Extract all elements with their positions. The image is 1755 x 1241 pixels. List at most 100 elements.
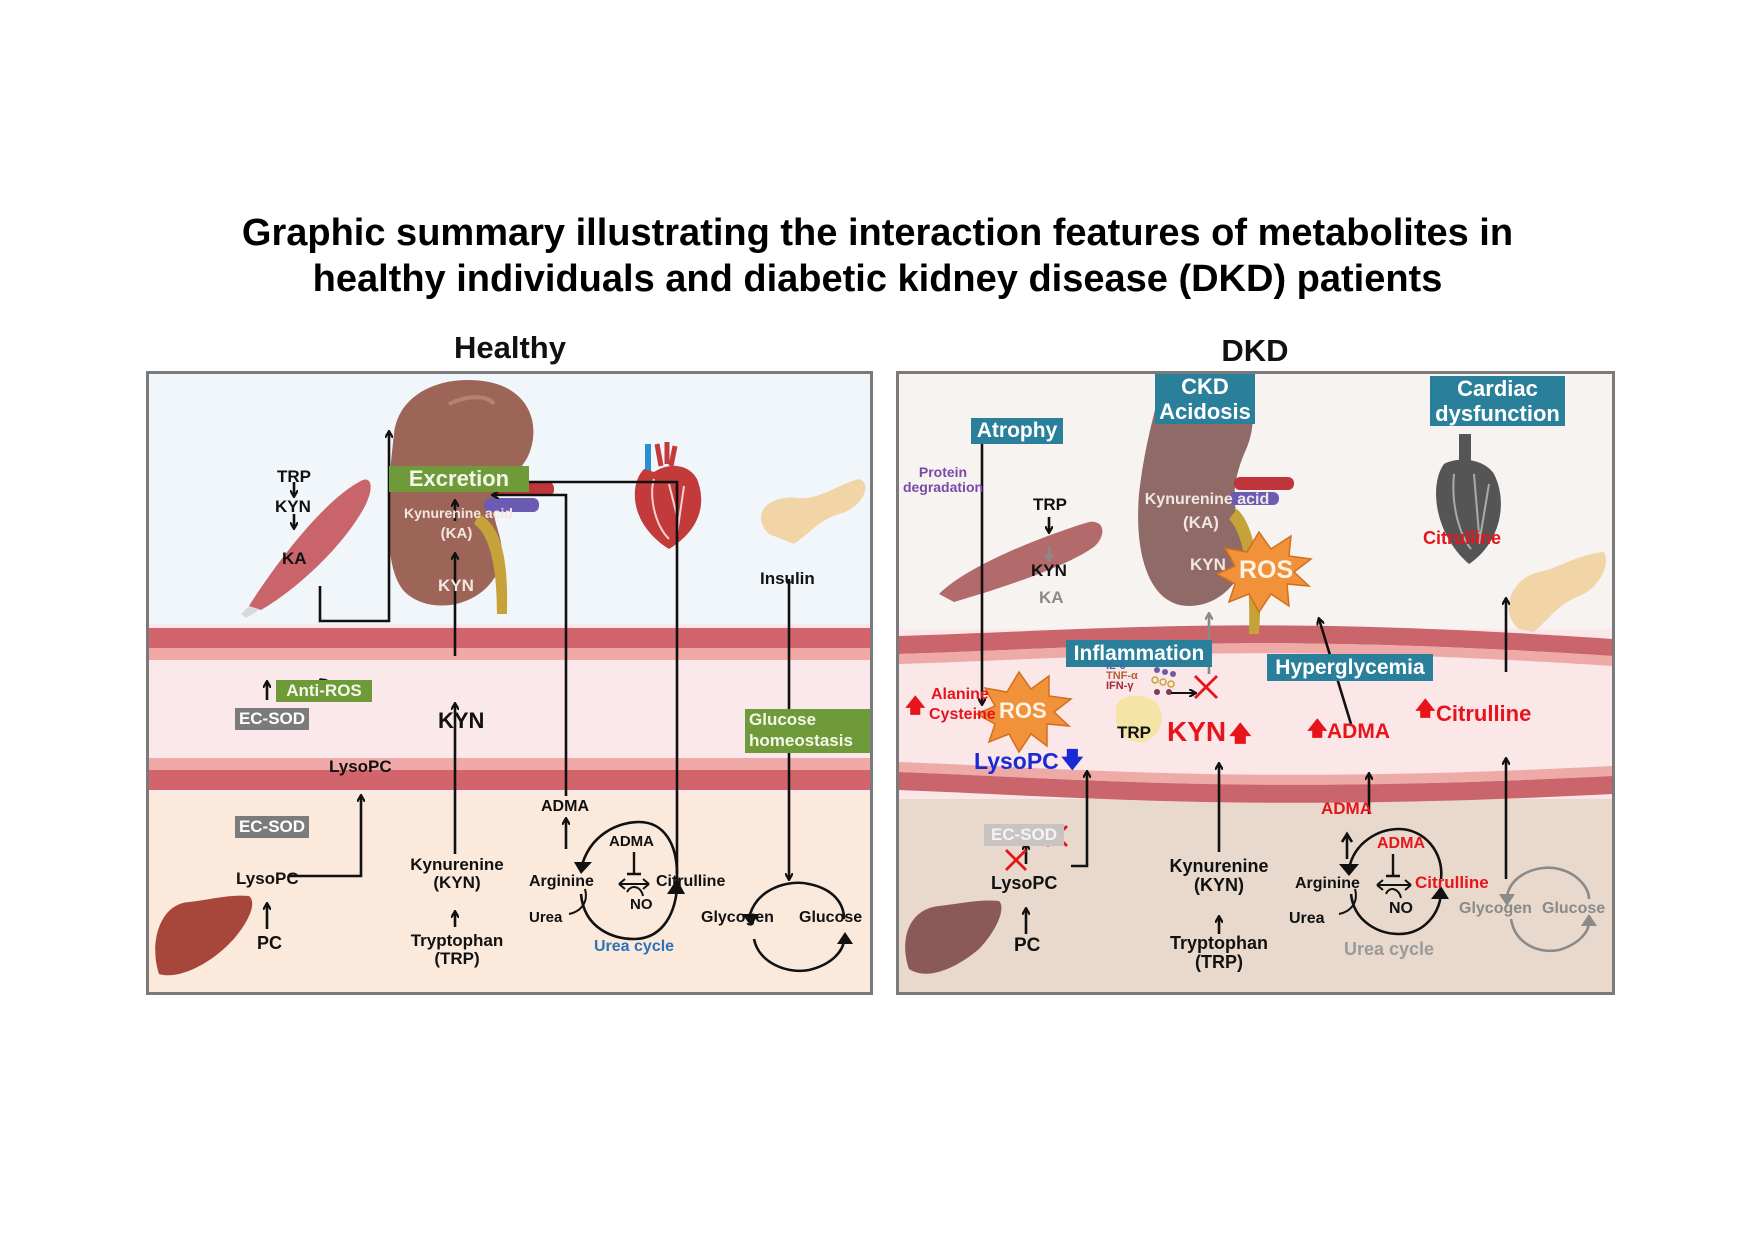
kyn-increase-arrow-icon: 🡅 xyxy=(1229,721,1252,746)
vessel-wall-lower xyxy=(899,772,1612,803)
glucose-label: Glucose xyxy=(1542,900,1606,917)
vessel-intima-lower xyxy=(899,762,1612,785)
tryptophan-line-1: Tryptophan xyxy=(410,931,504,950)
liver-tryptophan-label: Tryptophan (TRP) xyxy=(407,932,507,968)
tendon-icon xyxy=(241,606,259,618)
cardiac-label-line-2: dysfunction xyxy=(1435,401,1560,426)
kynurenine-line-2: (KYN) xyxy=(1194,874,1244,895)
protein-line-2: degradation xyxy=(902,478,984,495)
adma-output-label: ADMA xyxy=(541,798,589,815)
glycogen-label: Glycogen xyxy=(701,909,774,926)
figure-title-line-2: healthy individuals and diabetic kidney … xyxy=(312,258,1443,300)
vessel-wall-upper xyxy=(149,628,870,648)
dkd-panel: Atrophy CKD Acidosis Cardiac dysfunction… xyxy=(896,371,1615,995)
urea-cycle-label: Urea cycle xyxy=(594,938,675,955)
adma-output-label: ADMA xyxy=(1321,799,1372,818)
kidney-ka-label: (KA) xyxy=(440,525,473,542)
renal-vein-icon xyxy=(1229,492,1279,505)
no-label: NO xyxy=(1389,900,1413,917)
muscle-ka-label: KA xyxy=(282,549,307,568)
dkd-panel-title: DKD xyxy=(1221,333,1289,368)
glucose-label: Glucose xyxy=(799,909,863,926)
citrulline-to-kidney-arrow xyxy=(493,482,679,882)
kynurenine-line-1: Kynurenine xyxy=(410,855,504,874)
kidney-ros-burst-icon xyxy=(1215,530,1313,614)
tryptophan-line-2: (TRP) xyxy=(1195,951,1243,972)
renal-vein-icon xyxy=(484,498,539,512)
pc-label: PC xyxy=(1014,935,1041,956)
kidney-highlight xyxy=(448,395,496,406)
cardiac-label-line-1: Cardiac xyxy=(1457,376,1538,401)
renal-artery-icon xyxy=(1234,477,1294,490)
alanine-increase-arrow-icon: 🡅 xyxy=(905,695,926,717)
vessel-ros-burst-icon xyxy=(975,670,1073,754)
vessel-ros-label: ROS xyxy=(999,698,1047,723)
liver-lysopc-label: LysoPC xyxy=(236,869,299,888)
vessel-trp-label: TRP xyxy=(1117,723,1151,742)
urea-cycle-diagram xyxy=(568,820,685,941)
glycogen-glucose-cycle xyxy=(742,881,853,973)
insulin-label: Insulin xyxy=(760,569,815,588)
urea-label: Urea xyxy=(529,909,563,926)
diseased-heart-icon xyxy=(1436,434,1501,564)
ka-to-excretion-arrow xyxy=(318,432,389,623)
inflammation-label: Inflammation xyxy=(1066,640,1212,667)
urea-cycle-diagram xyxy=(1338,827,1449,936)
immune-cell-icon xyxy=(1115,695,1162,743)
adma-inhibitor-label: ADMA xyxy=(609,833,654,850)
muscle-trp-label: TRP xyxy=(277,467,311,486)
adma-to-kidney-arrow xyxy=(493,495,568,796)
pc-label: PC xyxy=(257,933,283,953)
kidney-kyn-label: KYN xyxy=(438,576,474,595)
adma-inhibitor-label: ADMA xyxy=(1377,835,1425,852)
muscle-kyn-label: KYN xyxy=(275,497,311,516)
vessel-kyn-label: KYN xyxy=(438,708,485,733)
vessel-adma-increase-label: ADMA xyxy=(1327,720,1390,743)
vessel-ec-sod-label: EC-SOD xyxy=(235,708,309,730)
vessel-intima-lower xyxy=(149,758,870,770)
urea-cycle-label: Urea cycle xyxy=(1344,939,1435,959)
ckd-label-line-1: CKD xyxy=(1181,374,1229,399)
cysteine-label: Cysteine xyxy=(929,706,996,723)
figure-title-line-1: Graphic summary illustrating the interac… xyxy=(241,212,1514,254)
vessel-kyn-increase-label: KYN xyxy=(1167,716,1227,747)
healthy-panel: TRP KYN KA Excretion Kynurenine acid (KA… xyxy=(146,371,873,995)
glycogen-glucose-cycle xyxy=(1499,866,1597,953)
vessel-intima-upper xyxy=(149,648,870,660)
vessel-wall-upper xyxy=(899,625,1612,656)
kidney-kynurenine-acid-label: Kynurenine acid xyxy=(1144,492,1270,508)
heart-citrulline-label: Citrulline xyxy=(1423,528,1502,548)
liver-kynurenine-label: Kynurenine (KYN) xyxy=(407,856,507,892)
arginine-label: Arginine xyxy=(1295,875,1360,892)
vessel-lysopc-label: LysoPC xyxy=(329,757,392,776)
liver-lysopc-label: LysoPC xyxy=(991,873,1058,893)
muscle-ka-label: KA xyxy=(1039,588,1064,607)
cytokine-dots-icon xyxy=(1151,667,1176,695)
alanine-label: Alanine xyxy=(931,686,989,703)
liver-tryptophan-label: Tryptophan (TRP) xyxy=(1163,934,1275,972)
muscle-trp-label: TRP xyxy=(1033,495,1067,514)
citrulline-label: Citrulline xyxy=(1415,873,1489,892)
lysopc-decrease-label: LysoPC xyxy=(974,748,1059,774)
lysopc-to-vessel-arrow xyxy=(1071,772,1087,868)
il6-label: IL-6 xyxy=(1106,660,1126,672)
anti-ros-label: Anti-ROS xyxy=(276,680,372,702)
excretion-label: Excretion xyxy=(389,466,529,492)
muscle-kyn-label: KYN xyxy=(1031,561,1067,580)
ckd-acidosis-label: CKD Acidosis xyxy=(1155,374,1255,424)
adma-increase-arrow-icon: 🡅 xyxy=(1307,718,1328,740)
kynurenine-line-1: Kynurenine xyxy=(1169,856,1269,876)
adma-arginine-bidirectional-arrow xyxy=(1340,831,1354,859)
ureter-icon xyxy=(474,514,508,614)
glycogen-label: Glycogen xyxy=(1459,900,1532,917)
liver-icon xyxy=(905,900,1002,974)
glucose-homeostasis-label: Glucose homeostasis xyxy=(745,709,870,753)
liver-ec-sod-label: EC-SOD xyxy=(984,824,1064,846)
cardiac-dysfunction-label: Cardiac dysfunction xyxy=(1430,376,1565,426)
kidney-ros-label: ROS xyxy=(1239,556,1294,584)
hyperglycemia-label: Hyperglycemia xyxy=(1267,654,1433,681)
atrophy-label: Atrophy xyxy=(971,418,1063,444)
urea-label: Urea xyxy=(1289,910,1325,927)
liver-icon xyxy=(155,895,253,976)
tryptophan-line-2: (TRP) xyxy=(434,948,480,968)
